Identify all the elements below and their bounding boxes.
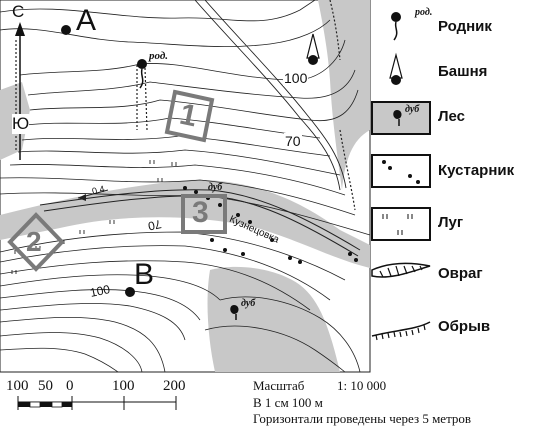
scale-tick-100: 100 <box>112 378 135 394</box>
legend-forest-icon <box>371 101 431 135</box>
forest-areas <box>0 0 370 372</box>
legend-shrub-label: Кустарник <box>438 162 515 179</box>
legend-forest-symbol: дуб <box>405 104 420 115</box>
scale-per-cm: В 1 см 100 м <box>253 395 323 410</box>
legend-cliff-icon <box>371 321 431 341</box>
legend-tower-icon <box>389 52 403 85</box>
cliffs <box>15 0 356 211</box>
legend-spring-label: Родник <box>438 18 492 35</box>
legend-ravine-icon <box>371 262 431 278</box>
legend-spring-symbol: род. <box>415 7 433 18</box>
legend-forest-label: Лес <box>438 108 466 125</box>
scale-bar <box>17 396 177 410</box>
area-box-1 <box>164 89 215 143</box>
legend-tower-label: Башня <box>438 63 488 80</box>
area-label-3: 3 <box>192 196 209 229</box>
legend-cliff-label: Обрыв <box>438 318 491 335</box>
scale-tick-100-left: 100 <box>6 378 29 394</box>
legend-meadow-icon <box>371 207 431 241</box>
point-b-label: В <box>134 258 155 291</box>
area-box-3 <box>181 194 227 234</box>
scale-tick-0: 0 <box>66 378 74 394</box>
scale-contour-note: Горизонтали проведены через 5 метров <box>253 411 472 426</box>
contour-label-100-top: 100 <box>283 70 309 86</box>
oak-label-1: дуб <box>208 182 223 193</box>
scale-title: Масштаб <box>253 378 305 393</box>
point-b-marker <box>125 287 135 297</box>
contour-lines <box>0 0 371 373</box>
tower-marker <box>306 33 320 65</box>
contour-label-70-top: 70 <box>284 133 302 149</box>
oak-marker <box>230 305 239 320</box>
north-arrow <box>15 22 25 160</box>
scale-ratio: 1: 10 000 <box>337 378 387 393</box>
point-a-label: А <box>76 4 97 37</box>
south-letter: Ю <box>12 114 30 134</box>
north-letter: С <box>12 2 25 21</box>
spring-label: род. <box>149 50 169 62</box>
point-a-marker <box>61 25 71 35</box>
roads <box>194 0 347 191</box>
flow-arrow <box>77 189 109 201</box>
legend-meadow-label: Луг <box>438 214 464 231</box>
area-label-2: 2 <box>26 226 42 257</box>
scale-tick-200: 200 <box>163 378 186 394</box>
scale-tick-50: 50 <box>38 378 53 394</box>
legend-ravine-label: Овраг <box>438 265 483 282</box>
legend <box>371 12 431 341</box>
legend-shrub-icon <box>371 154 431 188</box>
area-box-2 <box>7 212 65 272</box>
legend-spring-icon <box>391 12 401 41</box>
spring-marker <box>137 59 147 89</box>
oak-label-2: дуб <box>241 298 256 309</box>
contour-label-70-mid: 70 <box>146 216 163 234</box>
